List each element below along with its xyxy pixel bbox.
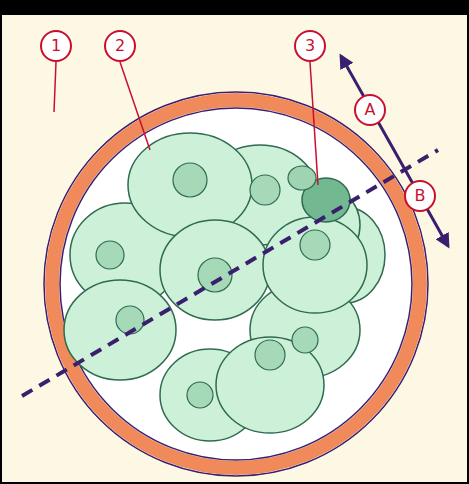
section-plane [22, 150, 438, 396]
axis-arrow [341, 56, 448, 246]
callout-number: 3 [294, 30, 326, 62]
callout-slot: 1 [40, 30, 72, 62]
callout-slot: 2 [104, 30, 136, 62]
callout-slot: A [354, 94, 386, 126]
callout-number: B [404, 180, 436, 212]
zona-inner [60, 108, 412, 460]
nuclei [96, 163, 330, 408]
zona-pellucida [52, 100, 420, 468]
blastomeres [64, 133, 385, 441]
callout-number: 1 [40, 30, 72, 62]
top-bar [0, 0, 469, 15]
dark-cell [288, 166, 350, 222]
zona-outer [44, 92, 428, 476]
callout-slot: B [404, 180, 436, 212]
leader-lines [54, 62, 318, 185]
callout-number: 2 [104, 30, 136, 62]
callout-number: A [354, 94, 386, 126]
callout-slot: 3 [294, 30, 326, 62]
